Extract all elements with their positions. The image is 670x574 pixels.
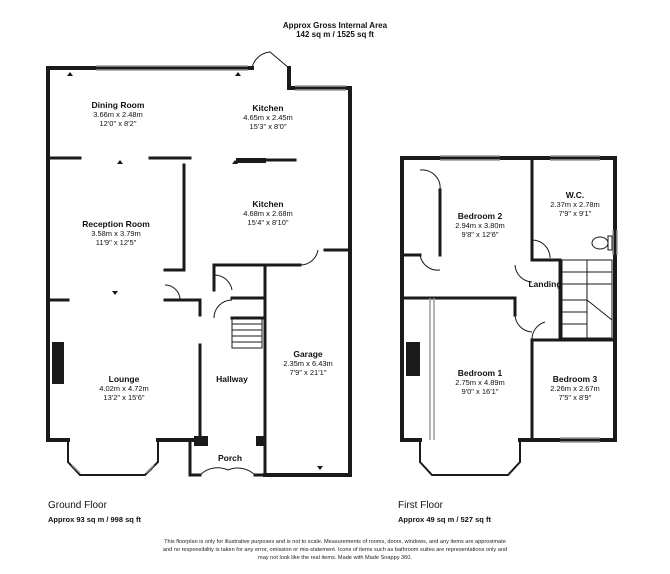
ff-chimney	[406, 342, 420, 376]
gf-door-swing	[251, 51, 290, 69]
room-name: Dining Room	[91, 100, 145, 110]
ff-door-swing	[514, 264, 533, 283]
room-label-kitchen: Kitchen 4.65m x 2.45m 15'3" x 8'0"	[218, 103, 318, 131]
room-metric: 4.02m x 4.72m	[99, 384, 149, 393]
ff-window	[550, 155, 600, 161]
room-label-landing: Landing	[528, 279, 562, 289]
room-label-reception-room: Reception Room 3.58m x 3.79m 11'9" x 12'…	[60, 219, 172, 247]
disclaimer: This floorplan is only for illustrative …	[60, 538, 610, 562]
ff-door-swing	[531, 321, 546, 341]
gf-light-marker	[235, 72, 241, 76]
ff-door-swing	[419, 169, 441, 191]
ff-toilet	[591, 236, 609, 250]
disclaimer-line: may not look like the real items. Made w…	[258, 555, 412, 561]
gf-light-marker	[232, 160, 238, 164]
header-title: Approx Gross Internal Area	[282, 21, 388, 30]
room-name: Lounge	[108, 374, 140, 384]
room-metric: 2.26m x 2.67m	[550, 384, 600, 393]
gf-pillar	[194, 436, 208, 446]
gf-door-swing	[213, 299, 233, 319]
room-imperial: 11'9" x 12'5"	[95, 238, 137, 247]
ff-door-swing	[531, 239, 551, 259]
room-metric: 3.58m x 3.79m	[91, 229, 141, 238]
gf-kitchen-counter	[236, 158, 266, 163]
gf-stairs	[232, 323, 262, 343]
gf-outer-wall	[46, 66, 70, 442]
ground-floor-title: Ground Floor	[48, 500, 107, 511]
room-name: Kitchen	[252, 199, 284, 209]
room-imperial: 15'3" x 8'0"	[249, 122, 287, 131]
room-label-bedroom-2: Bedroom 2 2.94m x 3.80m 9'8" x 12'6"	[430, 211, 530, 239]
ff-toilet	[607, 235, 613, 251]
room-metric: 4.65m x 2.45m	[243, 113, 293, 122]
gf-window	[295, 85, 346, 91]
gf-door-swing	[199, 467, 256, 476]
ff-door-swing	[514, 314, 533, 333]
gf-light-marker	[67, 72, 73, 76]
gf-pillar	[256, 436, 266, 446]
room-name: Reception Room	[82, 219, 150, 229]
room-imperial: 7'9" x 9'1"	[558, 209, 592, 218]
first-floor-area: Approx 49 sq m / 527 sq ft	[398, 515, 491, 524]
room-metric: 3.66m x 2.48m	[93, 110, 143, 119]
ff-window	[429, 298, 435, 440]
room-label-garage: Garage 2.35m x 6.43m 7'9" x 21'1"	[262, 349, 354, 377]
room-name: Garage	[293, 349, 323, 359]
room-metric: 4.68m x 2.68m	[243, 209, 293, 218]
gf-light-marker	[317, 466, 323, 470]
room-label-lounge: Lounge 4.02m x 4.72m 13'2" x 15'6"	[74, 374, 174, 402]
room-label-dining-room: Dining Room 3.66m x 2.48m 12'0" x 8'2"	[68, 100, 168, 128]
room-name: Bedroom 2	[457, 211, 503, 221]
room-imperial: 9'0" x 16'1"	[461, 387, 499, 396]
gf-stairs	[231, 317, 263, 349]
room-imperial: 13'2" x 15'6"	[103, 393, 145, 402]
gf-chimney	[52, 342, 64, 384]
ff-stairs	[562, 260, 613, 338]
gf-window	[71, 464, 155, 474]
room-name: Kitchen	[252, 103, 284, 113]
gf-light-marker	[117, 160, 123, 164]
room-metric: 2.75m x 4.89m	[455, 378, 505, 387]
gf-bay-window	[67, 439, 159, 476]
ff-door-swing	[419, 254, 441, 271]
ff-window	[612, 230, 618, 255]
room-label-wc: W.C. 2.37m x 2.78m 7'9" x 9'1"	[537, 190, 613, 218]
room-imperial: 9'8" x 12'6"	[461, 230, 499, 239]
ff-window	[560, 437, 600, 443]
room-imperial: 7'5" x 8'9"	[558, 393, 592, 402]
first-floor-title: First Floor	[398, 500, 443, 511]
room-name: W.C.	[565, 190, 585, 200]
gf-door-swing	[299, 249, 319, 266]
room-label-bedroom-1: Bedroom 1 2.75m x 4.89m 9'0" x 16'1"	[430, 368, 530, 396]
room-label-porch: Porch	[217, 453, 243, 463]
gf-door-swing	[164, 284, 181, 301]
ff-window	[440, 155, 500, 161]
gf-wall	[163, 298, 202, 317]
room-label-hallway: Hallway	[216, 374, 248, 384]
room-name: Bedroom 1	[457, 368, 503, 378]
header-area: 142 sq m / 1525 sq ft	[296, 30, 374, 39]
ground-floor-area: Approx 93 sq m / 998 sq ft	[48, 515, 141, 524]
ff-outer-wall	[400, 156, 617, 442]
room-imperial: 12'0" x 8'2"	[99, 119, 137, 128]
gf-outer-wall	[287, 66, 352, 252]
room-metric: 2.35m x 6.43m	[283, 359, 333, 368]
gf-porch-wall	[188, 438, 202, 477]
room-label-kitchen-2: Kitchen 4.68m x 2.68m 15'4" x 8'10"	[218, 199, 318, 227]
room-metric: 2.94m x 3.80m	[455, 221, 505, 230]
room-metric: 2.37m x 2.78m	[550, 200, 600, 209]
disclaimer-line: and no responsibility is taken for any e…	[162, 547, 508, 553]
ff-bay-window	[419, 440, 521, 476]
room-imperial: 15'4" x 8'10"	[247, 218, 289, 227]
room-label-bedroom-3: Bedroom 3 2.26m x 2.67m 7'5" x 8'9"	[535, 374, 615, 402]
room-name: Bedroom 3	[552, 374, 598, 384]
ff-outer-wall	[400, 156, 422, 442]
gf-light-marker	[112, 291, 118, 295]
room-imperial: 7'9" x 21'1"	[289, 368, 327, 377]
disclaimer-line: This floorplan is only for illustrative …	[164, 539, 506, 545]
gf-window	[96, 65, 248, 71]
gf-door-swing	[213, 274, 233, 291]
gf-outer-wall	[263, 248, 352, 477]
